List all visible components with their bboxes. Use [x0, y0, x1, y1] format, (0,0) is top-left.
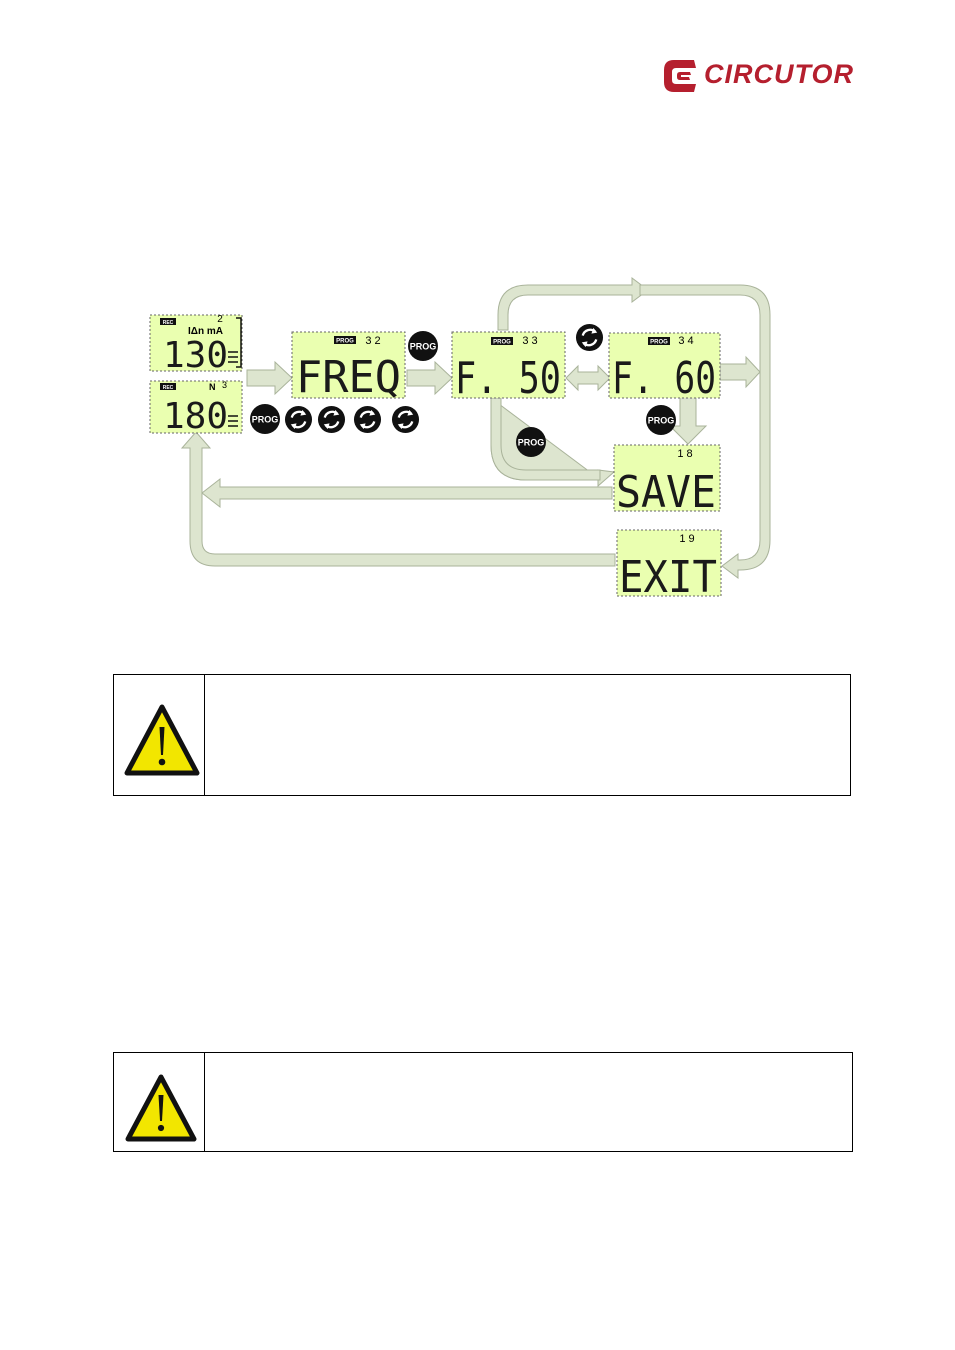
lcd-screen-freq: PROG 3 2 FREQ: [291, 331, 406, 403]
lcd-screen-f60: PROG 3 4 F. 60: [608, 332, 721, 404]
rec-tag-bg: [160, 318, 176, 325]
warning-box: [113, 1052, 853, 1152]
lcd-value: 130: [163, 335, 228, 376]
prog-button-f50: PROG: [516, 427, 546, 457]
warning-triangle-icon: [125, 1074, 197, 1142]
screen-index: 3 3: [522, 335, 537, 347]
screen-index: 3: [222, 380, 227, 390]
flow-arrows: [180, 277, 771, 579]
prog-tag: PROG: [336, 339, 354, 345]
rotate-icon: [391, 405, 420, 434]
lcd-screen-130: REC 2 IΔn mA 130: [149, 314, 243, 376]
circutor-logo-mark: [664, 60, 696, 92]
warning-triangle-icon: [124, 704, 200, 776]
prog-tag: PROG: [650, 340, 668, 346]
lcd-value: F. 60: [612, 353, 716, 404]
prog-button-sequence: PROG: [250, 404, 280, 434]
svg-text:PROG: PROG: [410, 342, 437, 352]
rec-tag-bg: [160, 383, 176, 390]
prog-tag: PROG: [493, 340, 511, 346]
svg-text:PROG: PROG: [648, 416, 675, 426]
lcd-value: EXIT: [619, 552, 717, 603]
rotate-icon: [575, 323, 604, 352]
lcd-value: 180: [163, 396, 228, 437]
unit-label: N: [209, 382, 216, 392]
lcd-value: FREQ: [296, 352, 401, 403]
screen-index: 2: [217, 314, 223, 325]
rotate-icon: [317, 405, 346, 434]
lcd-screen-exit: 1 9 EXIT: [616, 529, 722, 603]
prog-button-freq: PROG: [408, 331, 438, 361]
warning-icon-cell: [114, 675, 205, 795]
lcd-value: F. 50: [455, 353, 561, 404]
rec-tag: REC: [163, 385, 174, 391]
svg-text:PROG: PROG: [518, 438, 545, 448]
screen-index: 3 4: [678, 335, 693, 347]
screen-index: 1 9: [679, 533, 694, 545]
lcd-screen-f50: PROG 3 3 F. 50: [451, 331, 566, 404]
rotate-icon: [353, 405, 382, 434]
screen-index: 3 2: [365, 335, 380, 347]
brand-name: CIRCUTOR: [704, 59, 855, 89]
lcd-screen-save: 1 8 SAVE: [613, 444, 721, 518]
screen-index: 1 8: [677, 448, 692, 460]
lcd-value: SAVE: [616, 467, 716, 518]
unit-label: IΔn mA: [188, 326, 223, 337]
svg-text:PROG: PROG: [252, 415, 279, 425]
rotate-icon: [284, 405, 313, 434]
warning-icon-cell: [114, 1053, 205, 1151]
lcd-screen-180: REC N 3 180: [149, 380, 243, 437]
rec-tag: REC: [163, 320, 174, 326]
circutor-logo: CIRCUTOR: [660, 56, 875, 96]
prog-button-f60: PROG: [646, 405, 676, 435]
warning-box: [113, 674, 851, 796]
